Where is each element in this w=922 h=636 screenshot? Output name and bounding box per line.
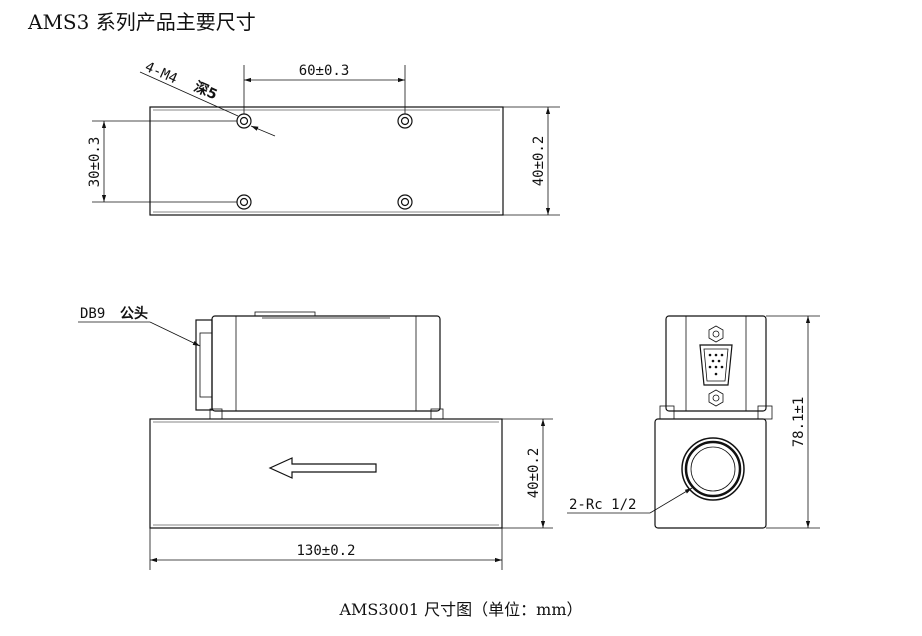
port-label: 2-Rc 1/2 <box>569 497 636 513</box>
top-view-body <box>149 106 504 216</box>
side-view <box>567 315 820 529</box>
page-title: AMS3 系列产品主要尺寸 <box>28 10 256 34</box>
db9-type-label: 公头 <box>120 305 148 322</box>
mounting-hole <box>397 194 413 210</box>
dim-length: 130±0.2 <box>296 543 355 559</box>
hole-label: 4-M4 <box>142 59 179 87</box>
port-opening <box>681 437 745 501</box>
dim-width-top: 40±0.2 <box>531 136 547 187</box>
dim-front-height: 40±0.2 <box>526 448 542 499</box>
top-view <box>92 65 560 216</box>
db9-face <box>699 344 733 386</box>
front-base-body <box>149 418 503 529</box>
hole-depth-label: 深5 <box>191 78 220 103</box>
mounting-hole <box>236 194 252 210</box>
figure-caption: AMS3001 尺寸图（单位：mm） <box>339 600 583 619</box>
db9-leader <box>149 321 201 347</box>
side-base-body <box>654 418 767 529</box>
dim-total-height: 78.1±1 <box>791 397 807 448</box>
flow-direction-arrow <box>268 457 377 479</box>
mounting-hole <box>236 113 252 129</box>
dim-hole-spacing-y: 30±0.3 <box>87 137 103 188</box>
port-leader <box>649 487 693 514</box>
side-head-housing <box>665 315 767 412</box>
hole-leader <box>139 71 239 117</box>
db9-label: DB9 <box>80 306 105 322</box>
dim-hole-spacing-x: 60±0.3 <box>299 63 350 79</box>
db9-connector <box>195 319 213 411</box>
front-head-housing <box>211 315 441 412</box>
front-view <box>78 311 553 570</box>
mounting-hole <box>397 113 413 129</box>
